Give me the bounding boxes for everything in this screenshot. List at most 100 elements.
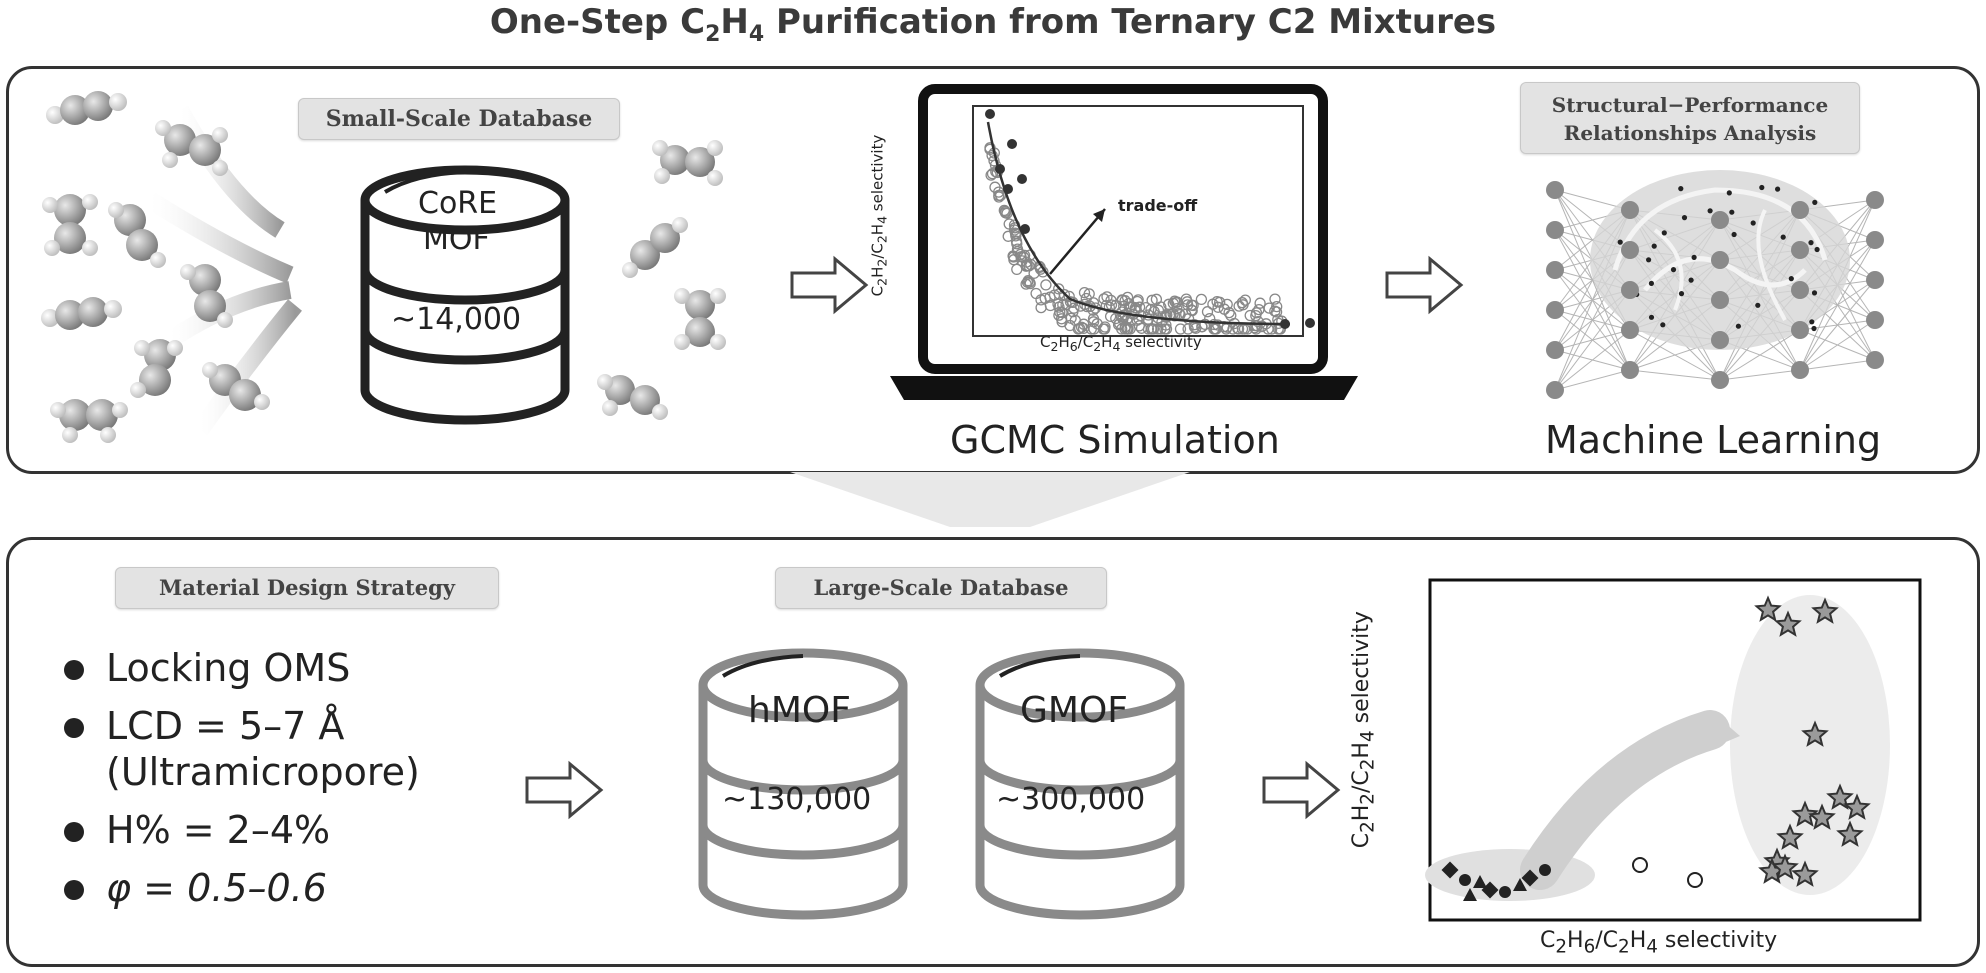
gcmc-point (1112, 319, 1125, 331)
gcmc-point (1146, 294, 1158, 306)
arrow-to-ml-icon (1385, 255, 1464, 315)
gcmc-point (1101, 291, 1113, 303)
nn-node (1866, 271, 1884, 289)
nn-node (1711, 331, 1729, 349)
panel-connector (790, 472, 1190, 527)
result-low-marker (1459, 874, 1471, 886)
gcmc-point (1078, 286, 1091, 299)
gcmc-point (993, 189, 1005, 202)
core-mof-database-icon (360, 165, 570, 425)
gcmc-point (1123, 301, 1136, 314)
nn-node (1866, 191, 1884, 209)
gcmc-point (1011, 238, 1023, 250)
gcmc-xlabel: C2H6/C2H4 selectivity (1040, 333, 1202, 354)
gcmc-point (1060, 298, 1072, 311)
nn-node (1621, 361, 1639, 379)
nn-node (1546, 301, 1564, 319)
gcmc-point (1305, 318, 1315, 328)
nn-node (1711, 251, 1729, 269)
nn-node (1791, 321, 1809, 339)
gcmc-point (1195, 293, 1208, 306)
gcmc-point (1174, 323, 1187, 335)
gcmc-point (1072, 323, 1084, 335)
figure-title: One-Step C2H4 Purification from Ternary … (489, 2, 1497, 47)
gcmc-point (1023, 276, 1036, 288)
gcmc-point (1123, 297, 1135, 310)
gcmc-point (1011, 263, 1023, 276)
strategy-item: Locking OMS (60, 645, 420, 691)
gcmc-laptop-plot (890, 84, 1358, 400)
result-xlabel: C2H6/C2H4 selectivity (1540, 928, 1778, 958)
gcmc-point (1087, 313, 1100, 325)
gcmc-point (1152, 304, 1165, 316)
nn-node (1791, 241, 1809, 259)
result-star-marker (1843, 793, 1871, 820)
gmof-database-icon (975, 648, 1185, 920)
gcmc-point (1212, 301, 1224, 313)
molecule-cluster-right (597, 140, 726, 420)
gcmc-point (1233, 300, 1245, 312)
material-design-strategy-tag: Material Design Strategy (115, 567, 499, 609)
nn-node (1546, 261, 1564, 279)
gcmc-ylabel: C2H2/C2H4 selectivity (868, 134, 890, 297)
nn-node (1711, 371, 1729, 389)
gcmc-point (1142, 309, 1155, 321)
gcmc-point (1056, 316, 1068, 328)
gcmc-point (1256, 320, 1268, 333)
nn-node (1546, 221, 1564, 239)
result-star-marker (1801, 720, 1829, 747)
result-star-marker (1776, 823, 1804, 850)
gcmc-point (1035, 294, 1047, 306)
gcmc-point (999, 205, 1011, 218)
gcmc-point (1236, 297, 1248, 309)
gcmc-point (1180, 293, 1192, 305)
gcmc-point (1044, 299, 1057, 312)
result-star-marker (1808, 803, 1836, 830)
gcmc-point (1167, 297, 1179, 310)
gcmc-point (1140, 301, 1152, 314)
gcmc-point (1239, 294, 1251, 306)
gcmc-point (1040, 279, 1052, 291)
gcmc-point (1250, 307, 1263, 319)
gcmc-point (1022, 275, 1034, 287)
nn-node (1791, 201, 1809, 219)
arrow-to-gcmc-icon (790, 255, 869, 315)
gcmc-point (985, 169, 997, 181)
result-star-marker (1836, 820, 1864, 847)
result-low-marker (1539, 864, 1551, 876)
gcmc-point (986, 149, 998, 162)
gcmc-point (1007, 139, 1017, 149)
gmof-name: GMOF (1020, 690, 1128, 731)
result-star-marker (1791, 800, 1819, 827)
gcmc-point (1269, 305, 1281, 317)
result-star-marker (1826, 783, 1854, 810)
gcmc-point (1098, 293, 1110, 305)
strategy-item: φ = 0.5–0.6 (60, 865, 420, 911)
gcmc-point (1087, 304, 1099, 316)
result-star-marker (1754, 595, 1782, 622)
gcmc-point (1053, 283, 1065, 295)
result-ylabel: C2H2/C2H4 selectivity (1348, 611, 1379, 849)
gcmc-point (1223, 306, 1235, 319)
hmof-database-icon (698, 648, 908, 920)
nn-node (1621, 201, 1639, 219)
molecule-cluster-left (41, 91, 302, 443)
gcmc-point (1077, 322, 1090, 335)
large-scale-database-tag: Large-Scale Database (775, 567, 1107, 609)
gcmc-point (1001, 207, 1013, 219)
gcmc-point (1135, 322, 1148, 334)
hmof-count: ~130,000 (722, 782, 872, 817)
core-mof-count: ~14,000 (391, 302, 522, 337)
nn-node (1546, 381, 1564, 399)
arrow-to-large-db-icon (525, 760, 604, 820)
ml-tag-line2: Relationships Analysis (1563, 121, 1817, 145)
gcmc-point (985, 109, 995, 119)
strategy-item: H% = 2–4% (60, 807, 420, 853)
tradeoff-annotation: trade-off (1118, 196, 1198, 215)
nn-node (1791, 281, 1809, 299)
hmof-name: hMOF (748, 690, 851, 731)
result-low-marker (1499, 886, 1511, 898)
nn-node (1866, 231, 1884, 249)
gcmc-point (1204, 312, 1216, 325)
nn-node (1621, 281, 1639, 299)
